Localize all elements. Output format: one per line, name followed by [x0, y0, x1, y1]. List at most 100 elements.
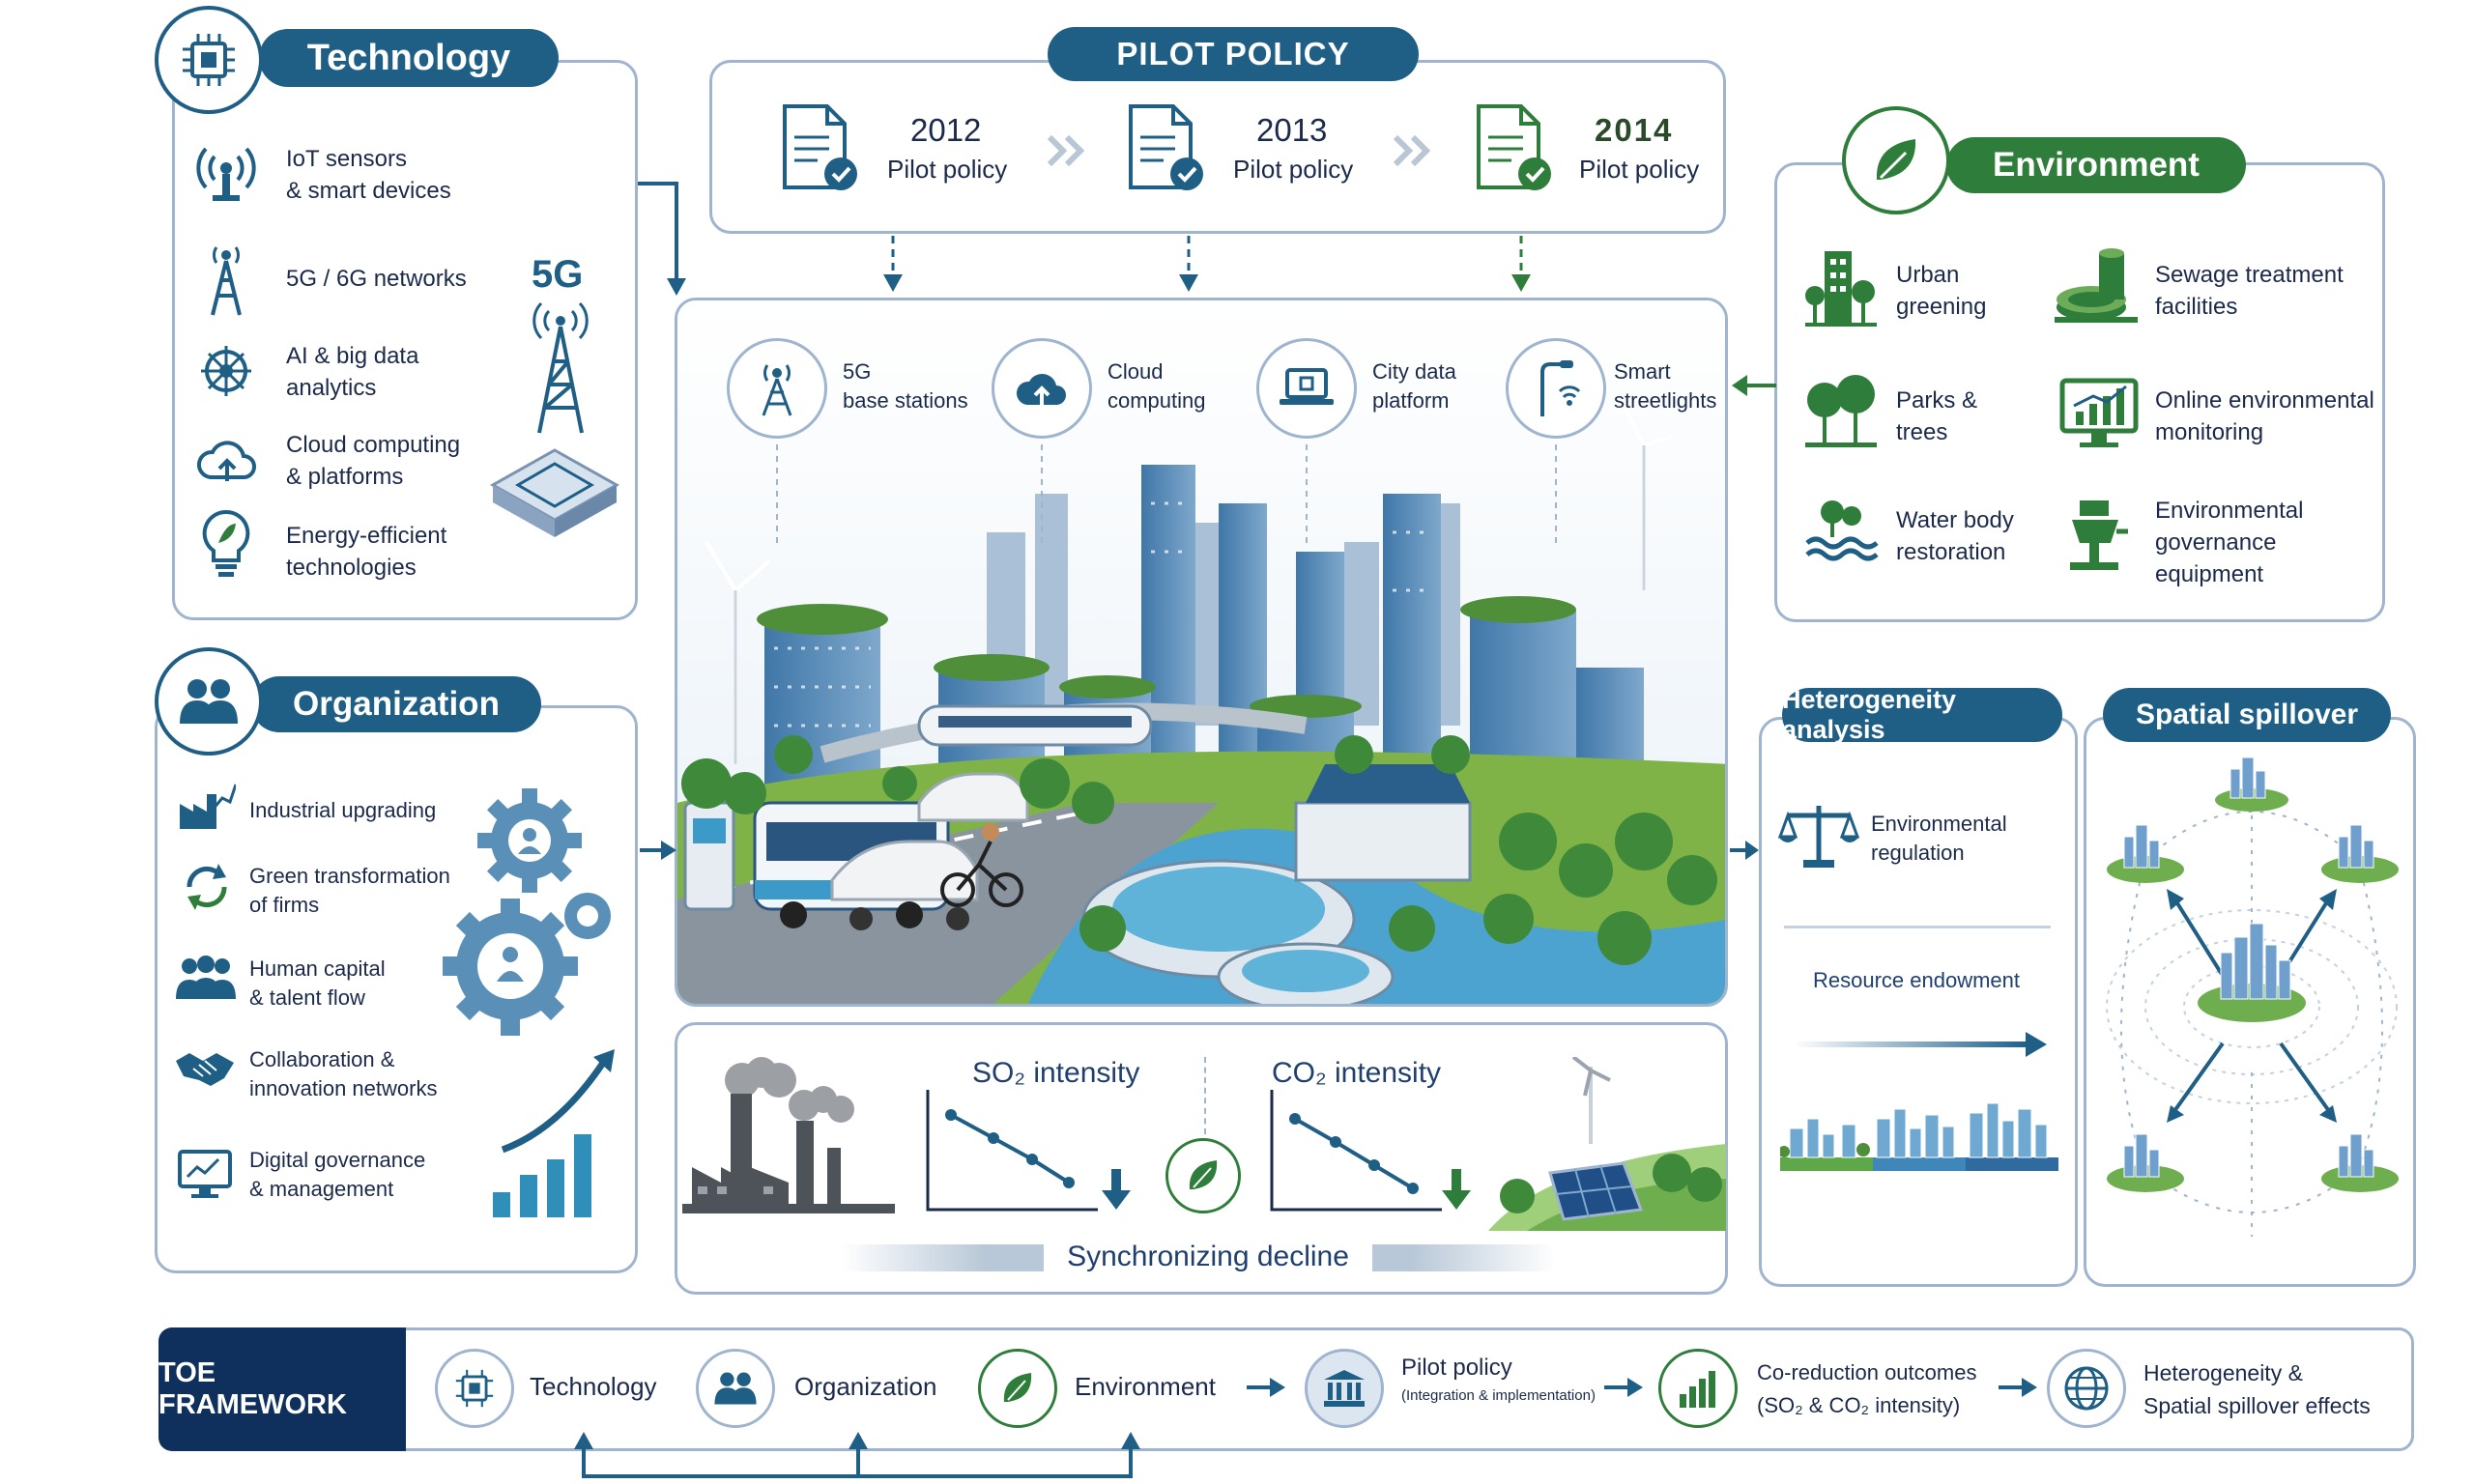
chip-icon [435, 1349, 514, 1428]
streetlight-icon [1506, 338, 1606, 439]
water-icon [1803, 495, 1879, 566]
laptop-icon [1256, 338, 1357, 439]
chevron-right-icon [1392, 133, 1436, 168]
pilot-year-2012: 2012 [910, 112, 982, 148]
globe-icon [2047, 1349, 2126, 1428]
network-icon [197, 342, 255, 400]
heterogeneity-item-2: Resource endowment [1813, 968, 2021, 992]
heterogeneity-title: Heterogeneity analysis [1782, 685, 2062, 744]
pilot-year-2014: 2014 [1595, 112, 1674, 148]
factory-chart-icon [178, 781, 236, 831]
people-icon [155, 647, 263, 756]
environment-title: Environment [1946, 137, 2246, 193]
handshake-icon [174, 1047, 236, 1090]
recycle-icon [180, 860, 234, 914]
people-icon [176, 955, 236, 1001]
pilot-label-2013: Pilot policy [1233, 155, 1354, 184]
arrow-right-icon [1247, 1378, 1285, 1397]
org-item-1: Industrial upgrading [249, 798, 437, 822]
toe-title: TOE FRAMEWORK [158, 1327, 406, 1451]
tower-icon [522, 301, 599, 437]
toe-step-outcomes: Co-reduction outcomes(SO₂ & CO₂ intensit… [1757, 1360, 1977, 1417]
sewage-tank-icon [2053, 247, 2140, 328]
technology-title: Technology [259, 29, 559, 87]
leaf-icon [1842, 106, 1950, 214]
pilot-label-2014: Pilot policy [1579, 155, 1700, 184]
scale-icon [1778, 798, 1859, 871]
resource-arrow [1794, 1032, 2047, 1057]
cloud-icon [193, 433, 261, 487]
policy-down-arrows [883, 236, 1531, 292]
infra-dashed-lines [776, 444, 1557, 543]
gears-icon [433, 783, 626, 1063]
document-check-icon [779, 102, 862, 195]
city-illustration [677, 300, 1725, 1004]
toe-step-heterogeneity: Heterogeneity &Spatial spillover effects [2143, 1360, 2371, 1418]
5g-badge: 5G [532, 253, 584, 296]
cloud-upload-icon [992, 338, 1092, 439]
people-icon [696, 1349, 775, 1428]
pilot-policy-title: PILOT POLICY [1048, 27, 1419, 81]
building-tree-icon [1803, 245, 1879, 328]
spillover-diagram [2106, 756, 2399, 1237]
spillover-title: Spatial spillover [2103, 688, 2391, 742]
arrow-right-icon [1999, 1378, 2037, 1397]
organization-title: Organization [251, 676, 541, 732]
tower-icon [197, 242, 255, 317]
toe-panel [158, 1327, 2414, 1451]
toe-step-environment: Environment [1075, 1372, 1216, 1401]
chip-icon [155, 6, 263, 114]
government-building-icon [1305, 1349, 1384, 1428]
toe-step-organization: Organization [794, 1372, 937, 1401]
equipment-icon [2058, 497, 2132, 576]
org-item-5: Digital governance& management [249, 1148, 426, 1201]
toe-step-pilot: Pilot policy(Integration & implementatio… [1401, 1355, 1596, 1404]
co2-title: CO₂ intensity [1272, 1057, 1442, 1089]
leaf-icon [1165, 1138, 1241, 1213]
arrow-right-icon [1604, 1378, 1643, 1397]
env-item-3: Parks &trees [1896, 387, 1978, 445]
factory-icon [682, 1051, 895, 1231]
tech-item-2: 5G / 6G networks [286, 266, 467, 292]
org-item-4: Collaboration &innovation networks [249, 1047, 438, 1100]
tech-item-1: IoT sensors& smart devices [286, 146, 451, 204]
bar-chart-leaf-icon [1658, 1349, 1738, 1428]
toe-step-technology: Technology [530, 1372, 657, 1401]
pilot-year-2013: 2013 [1256, 112, 1328, 148]
antenna-icon [727, 338, 827, 439]
chevron-right-icon [1046, 133, 1090, 168]
monitor-icon [176, 1148, 234, 1202]
trees-icon [1803, 373, 1879, 450]
document-check-icon [1125, 102, 1208, 195]
chip-icon [487, 442, 622, 549]
toe-feedback-arrows [574, 1432, 1140, 1478]
co2-decline-chart [1270, 1090, 1471, 1212]
city-skyline-icon [1780, 1090, 2058, 1179]
solar-wind-icon [1488, 1057, 1726, 1231]
org-to-city-arrow [640, 841, 676, 860]
bulb-icon [199, 508, 253, 580]
env-to-city-arrow [1732, 375, 1776, 396]
growth-chart-icon [483, 1047, 618, 1221]
divider-dashed [1204, 1057, 1206, 1134]
document-check-icon [1473, 102, 1556, 195]
so2-title: SO₂ intensity [972, 1057, 1140, 1089]
monitor-chart-icon [2058, 377, 2140, 450]
smart-city-panel [675, 298, 1728, 1007]
tech-to-city-arrow [638, 182, 686, 296]
antenna-icon [191, 141, 261, 205]
city-to-heterogeneity-arrow [1730, 841, 1759, 860]
heterogeneity-divider [1784, 926, 2051, 928]
